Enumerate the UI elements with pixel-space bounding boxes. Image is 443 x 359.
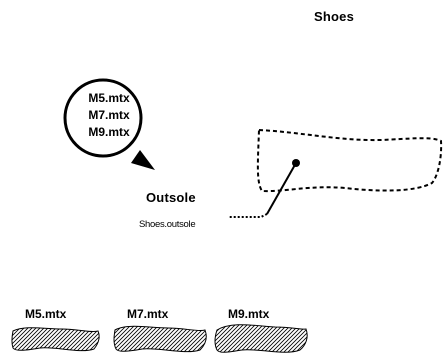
callout-file: M9.mtx (88, 125, 130, 139)
sample-sole-m5 (11, 327, 100, 352)
callout-file-list: M5.mtx M7.mtx M9.mtx (64, 90, 154, 141)
sample-label-m7: M7.mtx (127, 307, 169, 321)
callout-file: M7.mtx (88, 108, 130, 122)
callout-file: M5.mtx (88, 91, 130, 105)
sample-label-m5: M5.mtx (25, 307, 67, 321)
part-name-label: Outsole (146, 190, 196, 205)
diagram-title: Shoes (314, 9, 355, 24)
leader-solid (266, 162, 297, 215)
sample-sole-m7 (113, 325, 207, 353)
callout-circle (63, 78, 143, 158)
leader-dotted (229, 213, 268, 218)
outsole-outline (256, 128, 443, 193)
sample-label-m9: M9.mtx (228, 307, 270, 321)
sample-sole-m9 (214, 324, 308, 353)
callout-arrow-icon (131, 150, 155, 170)
part-path-label: Shoes.outsole (139, 219, 196, 230)
